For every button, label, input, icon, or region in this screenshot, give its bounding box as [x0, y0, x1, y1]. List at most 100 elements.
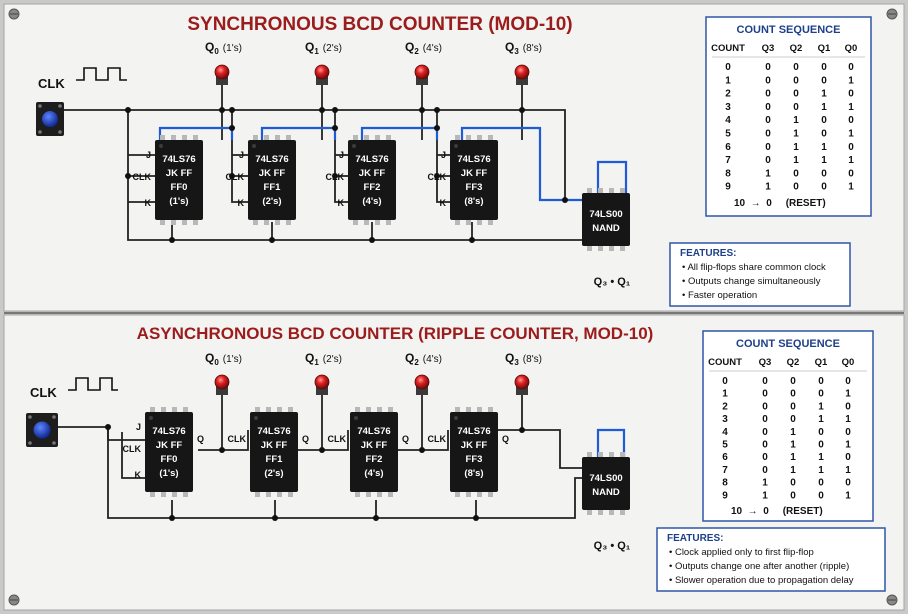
- chip-label: 74LS76: [152, 426, 185, 437]
- table-cell: 1: [845, 465, 851, 476]
- table-cell: 0: [845, 401, 851, 412]
- table-cell: 1: [790, 427, 796, 438]
- pin-label-clk: CLK: [123, 444, 142, 454]
- pin-label-q: Q: [302, 434, 309, 444]
- table-cell: 1: [762, 478, 768, 489]
- table-cell: 9: [725, 182, 731, 193]
- pin-label-q: Q: [197, 434, 204, 444]
- output-label: Q0(1's): [205, 351, 242, 367]
- table-cell: 6: [722, 452, 728, 463]
- pin-label-j: J: [339, 150, 344, 160]
- table-column-header: Q2: [790, 43, 803, 54]
- table-cell: 3: [725, 102, 731, 113]
- table-cell: 0: [722, 376, 728, 387]
- table-cell: 0: [793, 62, 799, 73]
- features-item: • Outputs change simultaneously: [682, 276, 821, 287]
- chip-label: FF1: [266, 454, 284, 465]
- sync-output-leds: Q0(1's)Q1(2's)Q2(4's)Q3(8's): [205, 40, 542, 85]
- table-column-header: Q3: [759, 357, 772, 368]
- pin-label-clk: CLK: [226, 172, 245, 182]
- pin-label-clk: CLK: [228, 434, 247, 444]
- table-cell: 0: [762, 452, 768, 463]
- table-column-header: Q2: [787, 357, 800, 368]
- table-cell: 0: [765, 75, 771, 86]
- nand-label: 74LS00: [589, 209, 622, 220]
- table-cell: 2: [722, 401, 728, 412]
- table-cell: 4: [725, 115, 731, 126]
- table-cell: 7: [725, 155, 731, 166]
- output-label: Q0(1's): [205, 40, 242, 56]
- table-cell: 1: [765, 182, 771, 193]
- pin-label-q: Q: [402, 434, 409, 444]
- pin-label-j: J: [146, 150, 151, 160]
- chip-label: 74LS76: [457, 426, 490, 437]
- table-cell: 1: [818, 401, 824, 412]
- table-cell: 1: [848, 129, 854, 140]
- table-cell: 1: [790, 465, 796, 476]
- table-frame: [702, 330, 874, 522]
- features-item: • Outputs change one after another (ripp…: [669, 561, 849, 572]
- table-cell: 0: [818, 427, 824, 438]
- chip-label: 74LS76: [355, 154, 388, 165]
- async-clock-button[interactable]: [26, 413, 58, 447]
- pin-label-k: K: [135, 470, 142, 480]
- chip-label: JK FF: [461, 440, 488, 451]
- pin-label-j: J: [239, 150, 244, 160]
- table-cell: 1: [845, 414, 851, 425]
- clock-waveform-icon: [76, 67, 127, 81]
- table-cell: 0: [818, 389, 824, 400]
- table-cell: 1: [848, 102, 854, 113]
- table-cell: 0: [848, 89, 854, 100]
- table-cell: 0: [762, 376, 768, 387]
- nand-inputs-label: Q₃ • Q₁: [594, 276, 631, 288]
- table-cell: 0: [848, 142, 854, 153]
- table-cell: 0: [848, 115, 854, 126]
- table-cell: 1: [821, 155, 827, 166]
- table-cell: 0: [845, 427, 851, 438]
- features-title: FEATURES:: [667, 533, 723, 544]
- output-label: Q1(2's): [305, 40, 342, 56]
- led-indicator-icon: [214, 374, 230, 395]
- table-column-header: Q1: [815, 357, 828, 368]
- chip-label: FF3: [466, 182, 483, 193]
- chip-label: (8's): [464, 468, 483, 479]
- table-cell: 1: [821, 89, 827, 100]
- table-cell: 0: [762, 401, 768, 412]
- table-cell: 0: [790, 414, 796, 425]
- chip-label: (8's): [464, 196, 483, 207]
- table-cell: 0: [790, 389, 796, 400]
- table-reset-row: 10 → 0 (RESET): [734, 198, 826, 209]
- table-column-header: COUNT: [708, 357, 742, 368]
- table-cell: 3: [722, 414, 728, 425]
- table-cell: 1: [818, 452, 824, 463]
- sync-clock-button[interactable]: [36, 102, 64, 136]
- chip-label: FF2: [364, 182, 381, 193]
- table-cell: 0: [762, 440, 768, 451]
- led-indicator-icon: [514, 64, 530, 85]
- led-indicator-icon: [414, 374, 430, 395]
- chip-label: (2's): [264, 468, 283, 479]
- output-label: Q2(4's): [405, 40, 442, 56]
- chip-label: (1's): [159, 468, 178, 479]
- features-frame: [669, 242, 851, 307]
- table-cell: 1: [793, 129, 799, 140]
- nand-chip: [582, 193, 630, 246]
- table-cell: 1: [790, 452, 796, 463]
- output-label: Q3(8's): [505, 351, 542, 367]
- table-cell: 0: [793, 182, 799, 193]
- sync-wiring: [64, 85, 628, 243]
- table-frame: [705, 16, 872, 217]
- table-cell: 0: [765, 115, 771, 126]
- sync-clk-label: CLK: [38, 76, 65, 91]
- chip-label: 74LS76: [162, 154, 195, 165]
